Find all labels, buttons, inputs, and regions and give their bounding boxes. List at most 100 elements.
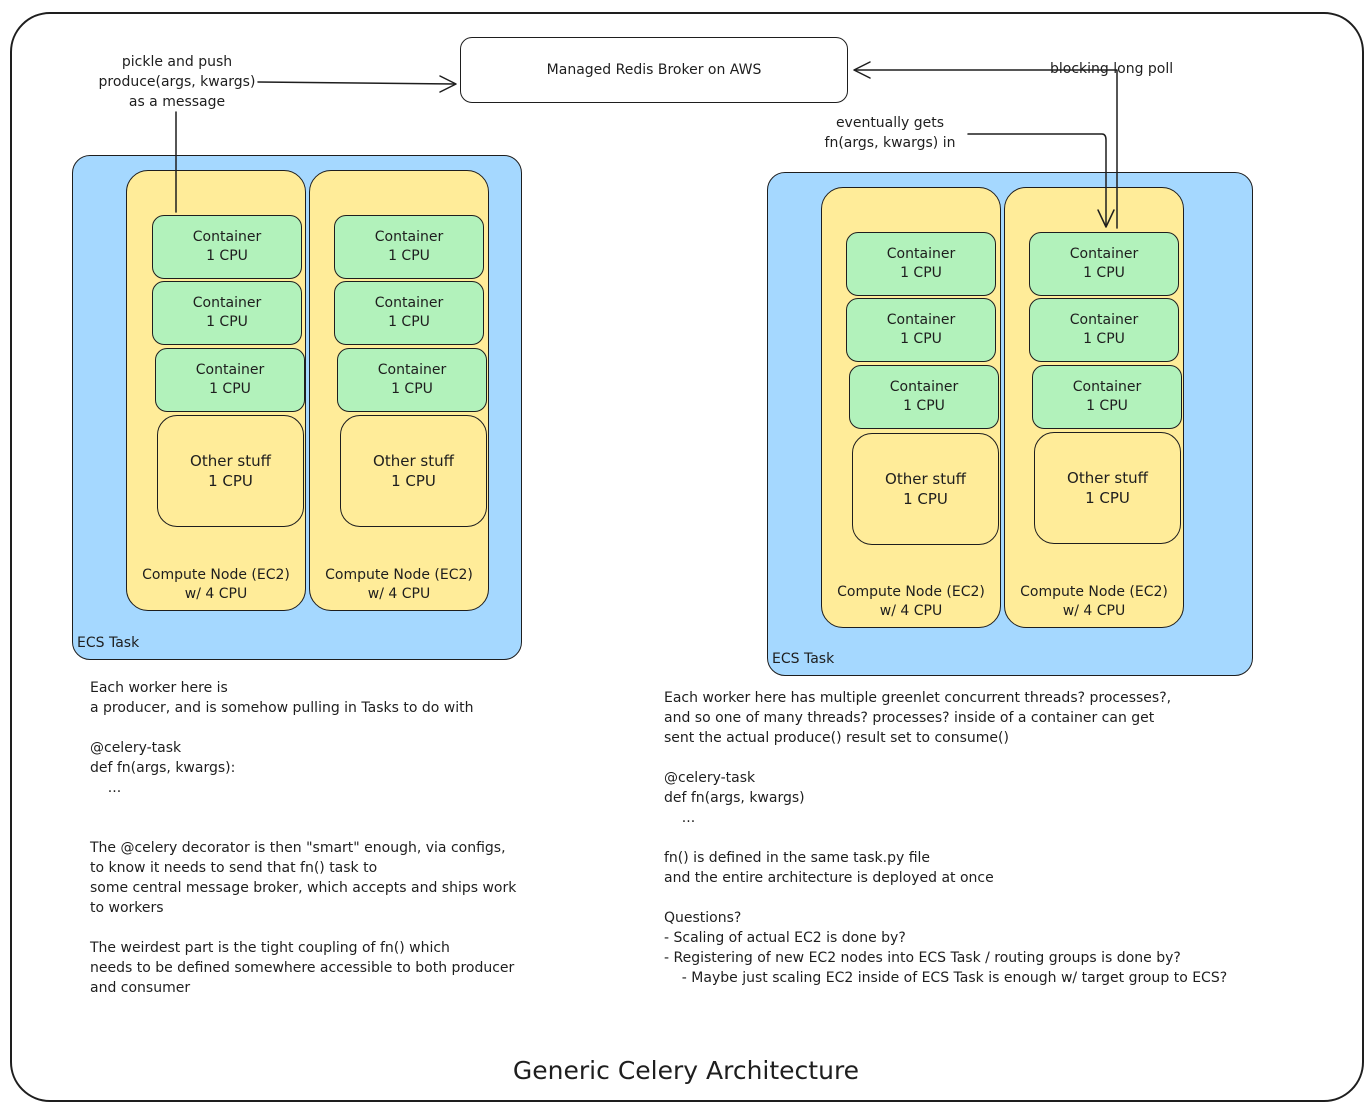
container-box: Container 1 CPU xyxy=(1029,232,1179,296)
notes-right-line: - Registering of new EC2 nodes into ECS … xyxy=(664,950,1181,966)
notes-left-line xyxy=(90,918,630,938)
push-arrow-line xyxy=(257,81,456,85)
container-box: Container 1 CPU xyxy=(152,215,302,279)
other-stuff-box: Other stuff 1 CPU xyxy=(852,433,999,545)
container-cpu: 1 CPU xyxy=(900,331,942,347)
blocking-poll-arrow-line xyxy=(854,69,1118,229)
container-box: Container 1 CPU xyxy=(334,215,484,279)
container-cpu: 1 CPU xyxy=(388,248,430,264)
container-box: Container 1 CPU xyxy=(846,232,996,296)
notes-right: Each worker here has multiple greenlet c… xyxy=(664,688,1354,988)
container-cpu: 1 CPU xyxy=(391,381,433,397)
notes-right-line: def fn(args, kwargs) xyxy=(664,790,805,806)
notes-left-line: to know it needs to send that fn() task … xyxy=(90,860,378,876)
container-name: Container xyxy=(1072,379,1142,395)
container-name: Container xyxy=(1069,312,1139,328)
container-name: Container xyxy=(192,229,262,245)
pickle-push-line-2: produce(args, kwargs) xyxy=(98,74,256,90)
container-name: Container xyxy=(886,312,956,328)
notes-right-line: fn() is defined in the same task.py file xyxy=(664,850,931,866)
redis-broker-label: Managed Redis Broker on AWS xyxy=(546,62,762,78)
container-name: Container xyxy=(374,295,444,311)
canvas-frame xyxy=(10,12,1364,1102)
container-box: Container 1 CPU xyxy=(1029,298,1179,362)
container-cpu: 1 CPU xyxy=(903,398,945,414)
compute-node-label-line-2: w/ 4 CPU xyxy=(1062,603,1126,619)
container-box: Container 1 CPU xyxy=(846,298,996,362)
notes-right-line xyxy=(664,748,1354,768)
container-box: Container 1 CPU xyxy=(155,348,305,412)
push-arrow-head xyxy=(439,75,457,93)
compute-node-label: Compute Node (EC2) w/ 4 CPU xyxy=(310,566,488,604)
container-box: Container 1 CPU xyxy=(337,348,487,412)
pickle-push-line-3: as a message xyxy=(128,94,226,110)
blocking-poll-arrow-head xyxy=(853,61,871,79)
notes-left-line: some central message broker, which accep… xyxy=(90,880,517,896)
notes-right-line: Each worker here has multiple greenlet c… xyxy=(664,690,1172,706)
other-stuff-cpu: 1 CPU xyxy=(208,472,253,490)
other-stuff-name: Other stuff xyxy=(1067,469,1148,487)
ecs-task-label: ECS Task xyxy=(77,635,140,651)
pickle-push-annotation: pickle and push produce(args, kwargs) as… xyxy=(88,52,266,112)
notes-right-line xyxy=(664,828,1354,848)
notes-left-line: Each worker here is xyxy=(90,680,228,696)
notes-right-line: - Maybe just scaling EC2 inside of ECS T… xyxy=(664,970,1228,986)
notes-left: Each worker here is a producer, and is s… xyxy=(90,678,630,998)
compute-node-label-line-2: w/ 4 CPU xyxy=(879,603,943,619)
compute-node-label: Compute Node (EC2) w/ 4 CPU xyxy=(822,583,1000,621)
container-box: Container 1 CPU xyxy=(849,365,999,429)
notes-left-line: a producer, and is somehow pulling in Ta… xyxy=(90,700,474,716)
container-name: Container xyxy=(377,362,447,378)
notes-left-line: @celery-task xyxy=(90,740,182,756)
container-cpu: 1 CPU xyxy=(206,248,248,264)
notes-right-line xyxy=(664,888,1354,908)
other-stuff-cpu: 1 CPU xyxy=(1085,489,1130,507)
notes-left-line: The weirdest part is the tight coupling … xyxy=(90,940,450,956)
container-cpu: 1 CPU xyxy=(1083,331,1125,347)
eventually-gets-line-1: eventually gets xyxy=(835,115,945,131)
container-box: Container 1 CPU xyxy=(334,281,484,345)
eventually-gets-line-2: fn(args, kwargs) in xyxy=(824,135,956,151)
container-cpu: 1 CPU xyxy=(1086,398,1128,414)
other-stuff-box: Other stuff 1 CPU xyxy=(157,415,304,527)
container-name: Container xyxy=(374,229,444,245)
compute-node-label-line-2: w/ 4 CPU xyxy=(184,586,248,602)
notes-left-line xyxy=(90,818,630,838)
compute-node-label-line-1: Compute Node (EC2) xyxy=(142,567,290,583)
compute-node-label: Compute Node (EC2) w/ 4 CPU xyxy=(1005,583,1183,621)
notes-right-line: ... xyxy=(664,810,696,826)
notes-right-line: sent the actual produce() result set to … xyxy=(664,730,1009,746)
container-box: Container 1 CPU xyxy=(152,281,302,345)
notes-right-line: and the entire architecture is deployed … xyxy=(664,870,994,886)
diagram-title: Generic Celery Architecture xyxy=(512,1056,860,1085)
other-stuff-name: Other stuff xyxy=(885,470,966,488)
eventually-gets-annotation: eventually gets fn(args, kwargs) in xyxy=(810,113,970,153)
other-stuff-box: Other stuff 1 CPU xyxy=(1034,432,1181,544)
delivery-arrow-head xyxy=(1097,209,1115,228)
notes-right-line: Questions? xyxy=(664,910,742,926)
compute-node-label-line-1: Compute Node (EC2) xyxy=(325,567,473,583)
notes-left-line: to workers xyxy=(90,900,164,916)
notes-left-line: ... xyxy=(90,780,122,796)
pickle-push-line-1: pickle and push xyxy=(121,54,233,70)
container-cpu: 1 CPU xyxy=(209,381,251,397)
other-stuff-name: Other stuff xyxy=(373,452,454,470)
notes-left-line: def fn(args, kwargs): xyxy=(90,760,236,776)
compute-node-label-line-2: w/ 4 CPU xyxy=(367,586,431,602)
notes-left-line xyxy=(90,798,630,818)
compute-node-label-line-1: Compute Node (EC2) xyxy=(837,584,985,600)
notes-left-line: and consumer xyxy=(90,980,191,996)
compute-node-label-line-1: Compute Node (EC2) xyxy=(1020,584,1168,600)
other-stuff-name: Other stuff xyxy=(190,452,271,470)
container-name: Container xyxy=(195,362,265,378)
notes-left-line: The @celery decorator is then "smart" en… xyxy=(90,840,506,856)
ecs-task-label: ECS Task xyxy=(772,651,835,667)
notes-left-line xyxy=(90,718,630,738)
notes-right-line: @celery-task xyxy=(664,770,756,786)
container-cpu: 1 CPU xyxy=(900,265,942,281)
container-name: Container xyxy=(886,246,956,262)
container-cpu: 1 CPU xyxy=(206,314,248,330)
delivery-arrow-line xyxy=(967,133,1107,227)
container-cpu: 1 CPU xyxy=(1083,265,1125,281)
